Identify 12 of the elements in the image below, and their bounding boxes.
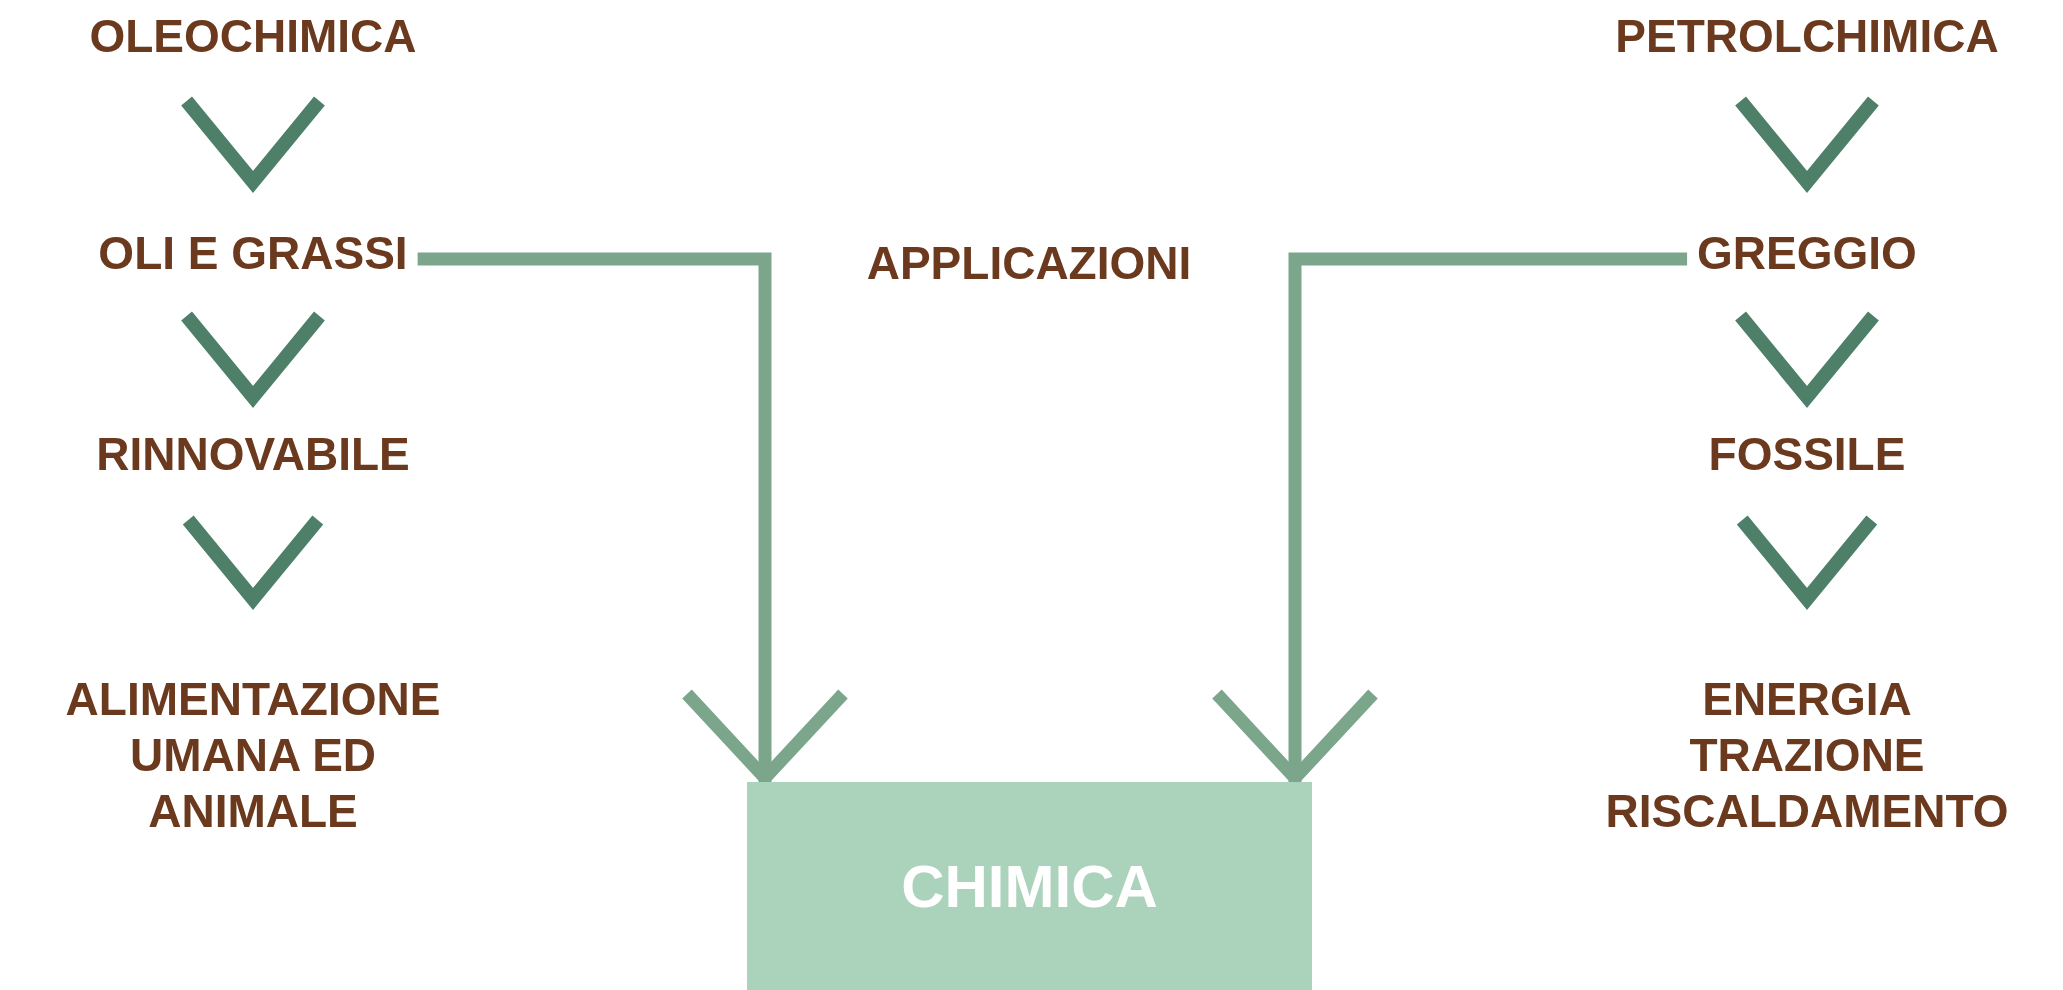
step-label: OLI E GRASSI [98,182,408,316]
step-label: OLEOCHIMICA [89,8,417,101]
step-label: GREGGIO [1697,182,1917,316]
step-label: ENERGIA TRAZIONE RISCALDAMENTO [1597,599,2017,839]
result-box: CHIMICA [747,782,1312,990]
heading-label: APPLICAZIONI [866,236,1192,291]
bent-arrow [417,252,850,785]
step-label: ALIMENTAZIONE UMANA ED ANIMALE [53,599,453,839]
step-label: RINNOVABILE [96,397,410,520]
step-label: FOSSILE [1708,397,1906,520]
bent-arrow [1210,252,1688,785]
step-label: PETROLCHIMICA [1615,8,1999,101]
